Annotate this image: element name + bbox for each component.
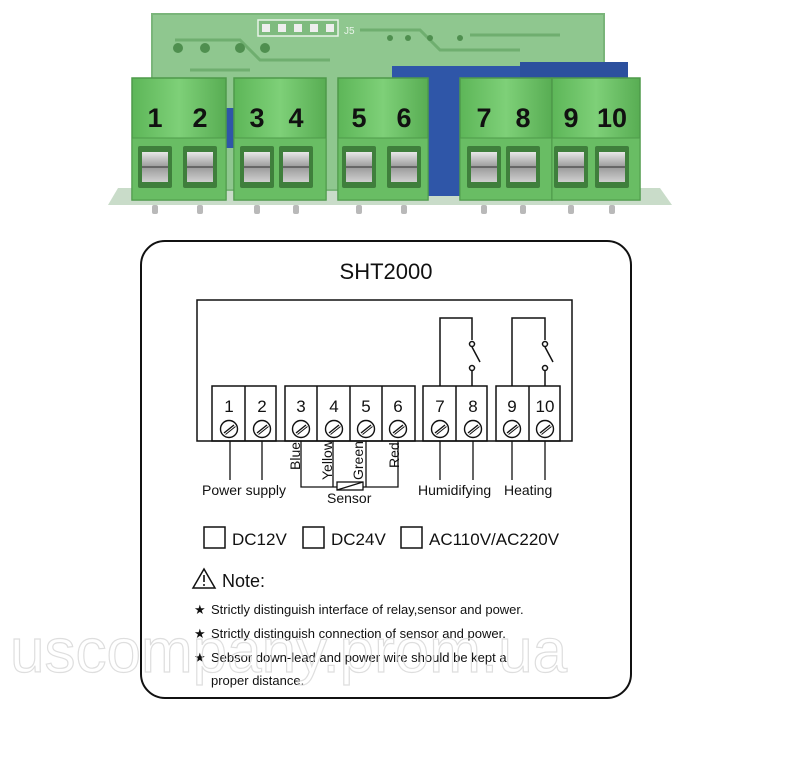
wire-label-green: Green <box>350 441 366 480</box>
wire-label-yellow: Yellow <box>319 439 335 480</box>
screw-icon <box>502 419 522 439</box>
terminal-screw-5 <box>342 146 376 188</box>
screw-icon <box>252 419 272 439</box>
screw-icon <box>430 419 450 439</box>
diagram-title: SHT2000 <box>340 259 433 284</box>
diagram-terminal-number-9: 9 <box>507 397 516 416</box>
terminal-screw-8 <box>506 146 540 188</box>
diagram-terminals: 1 2 3 4 5 6 7 8 9 10 <box>219 397 555 439</box>
board-pin <box>401 205 407 214</box>
board-pin <box>197 205 203 214</box>
checkbox-dc24v[interactable] <box>302 526 325 549</box>
label-humidifying: Humidifying <box>418 482 491 498</box>
option-dc24v: DC24V <box>331 530 386 549</box>
screw-icon <box>535 419 555 439</box>
wire-label-blue: Blue <box>287 442 303 470</box>
terminal-number-8: 8 <box>515 103 530 133</box>
board-pin <box>609 205 615 214</box>
terminal-number-5: 5 <box>351 103 366 133</box>
note-line-1: Strictly distinguish interface of relay,… <box>211 602 524 617</box>
screw-icon <box>388 419 408 439</box>
terminal-screw-10 <box>595 146 629 188</box>
diagram-terminal-number-4: 4 <box>329 397 338 416</box>
silkscreen-label: J5 <box>344 26 355 37</box>
diagram-terminal-number-8: 8 <box>468 397 477 416</box>
checkbox-ac110v-ac220v[interactable] <box>400 526 423 549</box>
diagram-terminal-number-10: 10 <box>536 397 555 416</box>
board-pin <box>568 205 574 214</box>
relay-switch-humidifying <box>439 317 481 386</box>
terminal-number-3: 3 <box>249 103 264 133</box>
terminal-screw-4 <box>279 146 313 188</box>
terminal-number-10: 10 <box>597 103 627 133</box>
terminal-screw-6 <box>387 146 421 188</box>
diagram-terminal-number-1: 1 <box>224 397 233 416</box>
note-line-3: Sebsor down-lead and power wire should b… <box>211 650 507 665</box>
diagram-terminal-number-6: 6 <box>393 397 402 416</box>
terminal-number-9: 9 <box>563 103 578 133</box>
board-pin <box>152 205 158 214</box>
terminal-screw-7 <box>467 146 501 188</box>
diagram-terminal-number-5: 5 <box>361 397 370 416</box>
wiring-diagram: SHT2000 1 2 3 4 5 6 7 8 9 10 <box>140 240 632 699</box>
terminal-number-2: 2 <box>192 103 207 133</box>
board-pin <box>293 205 299 214</box>
pcb-header-pins <box>257 19 339 37</box>
terminal-screw-9 <box>554 146 588 188</box>
checkbox-dc12v[interactable] <box>203 526 226 549</box>
screw-icon <box>356 419 376 439</box>
pcb-pads <box>173 35 463 53</box>
voltage-options: DC12V DC24V AC110V/AC220V <box>203 526 560 549</box>
terminal-leads <box>229 441 546 491</box>
terminal-number-4: 4 <box>288 103 303 133</box>
note-title: Note: <box>222 571 265 591</box>
note-bullet-3: ★ <box>194 650 206 665</box>
board-pins <box>152 205 615 214</box>
screw-icon <box>291 419 311 439</box>
terminal-strip <box>211 385 561 442</box>
diagram-terminal-number-2: 2 <box>257 397 266 416</box>
board-pin <box>254 205 260 214</box>
label-sensor: Sensor <box>327 490 372 506</box>
terminal-screw-2 <box>183 146 217 188</box>
terminal-number-7: 7 <box>476 103 491 133</box>
label-heating: Heating <box>504 482 552 498</box>
diagram-panel <box>140 240 632 699</box>
label-power-supply: Power supply <box>202 482 286 498</box>
option-dc12v: DC12V <box>232 530 287 549</box>
note-bullet-2: ★ <box>194 626 206 641</box>
terminal-number-6: 6 <box>396 103 411 133</box>
option-ac110v-ac220v: AC110V/AC220V <box>429 530 560 549</box>
screw-icon <box>324 419 344 439</box>
note-line-4: proper distance. <box>211 673 304 688</box>
diagram-terminal-number-7: 7 <box>435 397 444 416</box>
terminal-number-1: 1 <box>147 103 162 133</box>
wire-label-red: Red <box>386 442 402 468</box>
diagram-terminal-number-3: 3 <box>296 397 305 416</box>
note-line-2: Strictly distinguish connection of senso… <box>211 626 506 641</box>
board-pin <box>356 205 362 214</box>
screw-icon <box>463 419 483 439</box>
warning-icon <box>191 567 217 589</box>
terminal-screw-1 <box>138 146 172 188</box>
board-pin <box>520 205 526 214</box>
pcb-traces <box>175 28 560 72</box>
terminal-screw-3 <box>240 146 274 188</box>
watermark: uscompany.prom.ua <box>10 617 568 686</box>
note-bullet-1: ★ <box>194 602 206 617</box>
screw-icon <box>219 419 239 439</box>
board-pin <box>481 205 487 214</box>
relay-switch-heating <box>511 317 554 386</box>
